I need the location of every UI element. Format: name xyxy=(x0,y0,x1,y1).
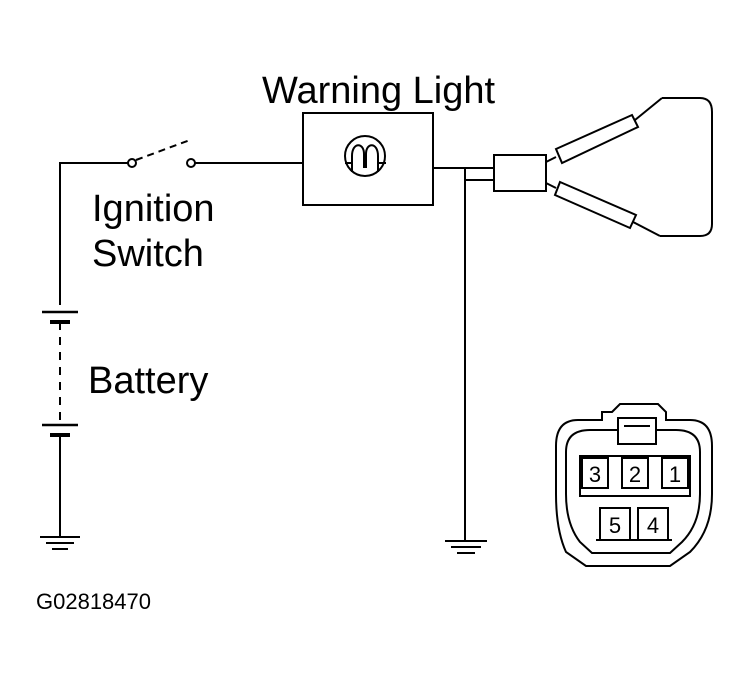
ignition-switch-symbol xyxy=(127,139,303,168)
connector-pin-1: 1 xyxy=(669,462,681,487)
sensor-ground-symbol xyxy=(445,540,487,554)
ignition-switch-label-line2: Switch xyxy=(92,233,204,275)
warning-light-symbol xyxy=(302,112,494,206)
connector-pin-2: 2 xyxy=(629,462,641,487)
connector-pin-5: 5 xyxy=(609,513,621,538)
connector-pin-4: 4 xyxy=(647,513,659,538)
sensor-connector xyxy=(493,154,557,192)
sensor-body xyxy=(660,97,713,237)
warning-light-label: Warning Light xyxy=(262,70,496,112)
sensor-ground-branch xyxy=(464,168,494,540)
battery-branch xyxy=(42,162,128,536)
figure-code: G02818470 xyxy=(36,589,151,614)
battery-ground-symbol xyxy=(40,536,80,550)
upper-probe xyxy=(554,97,663,165)
lower-probe xyxy=(553,180,661,237)
ignition-switch-label-line1: Ignition xyxy=(92,188,215,230)
battery-label: Battery xyxy=(88,360,209,402)
connector-pin-3: 3 xyxy=(589,462,601,487)
connector-face xyxy=(555,403,713,567)
